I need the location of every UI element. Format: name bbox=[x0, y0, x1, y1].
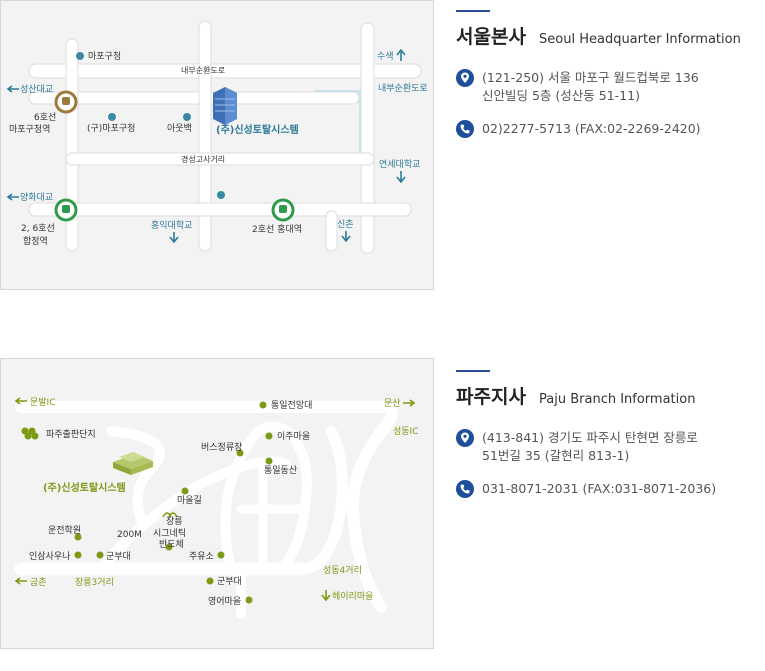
label-signetic: 시그네틱 bbox=[153, 527, 186, 539]
paju-map-canvas: 문발IC 통일전망대 문산 파주출판단지 성동IC 버스정류장 이주마을 통일동… bbox=[1, 359, 433, 648]
phone-icon bbox=[456, 480, 474, 498]
location-pin-icon bbox=[456, 429, 474, 447]
seoul-info: 서울본사 Seoul Headquarter Information (121-… bbox=[456, 10, 761, 138]
seoul-title-ko: 서울본사 bbox=[456, 26, 526, 48]
label-jangneung: 장릉 bbox=[166, 516, 183, 527]
location-pin-icon bbox=[456, 69, 474, 87]
label-station-6: 6호선 bbox=[34, 112, 56, 123]
label-military-left: 군부대 bbox=[106, 551, 131, 562]
label-seongdong-ic: 성동IC bbox=[393, 426, 419, 437]
subway-station-icon-hongdae bbox=[271, 198, 295, 222]
label-naebu-right: 내부순환도로 bbox=[378, 82, 428, 94]
seoul-phone-text: 02)2277-5713 (FAX:02-2269-2420) bbox=[482, 121, 701, 136]
label-seongsan-bridge: 성산대교 bbox=[20, 84, 53, 95]
label-iju-village: 이주마을 bbox=[277, 431, 310, 442]
seoul-map-canvas: 마포구청 내부순환도로 수색 성산대교 내부순환도로 6호선 마포구청역 (구)… bbox=[1, 1, 433, 289]
label-hapjeong-lines: 2, 6호선 bbox=[21, 223, 55, 234]
arrow-down-icon bbox=[396, 171, 406, 184]
label-munsan: 문산 bbox=[384, 398, 401, 409]
label-company-seoul: (주)신성토탈시스템 bbox=[216, 123, 299, 136]
arrow-left-icon bbox=[14, 397, 27, 405]
seoul-address-line1: (121-250) 서울 마포구 월드컵북로 136 bbox=[482, 70, 699, 85]
label-jangneung-crossroad: 장릉3거리 bbox=[75, 577, 114, 588]
label-tongil-dongsan: 통일동산 bbox=[264, 465, 297, 476]
arrow-right-icon bbox=[403, 399, 416, 407]
label-gyeongseong: 경성고사거리 bbox=[181, 154, 225, 164]
seoul-title-en: Seoul Headquarter Information bbox=[539, 32, 741, 47]
label-yeongeo-village: 영어마을 bbox=[208, 596, 241, 607]
arrow-down-icon bbox=[341, 231, 351, 243]
paju-address-line2: 51번길 35 (갈현리 813-1) bbox=[482, 448, 630, 463]
label-semiconductor: 반도체 bbox=[159, 539, 184, 550]
paju-phone: 031-8071-2031 (FAX:031-8071-2036) bbox=[456, 480, 761, 498]
subway-station-icon-mapo bbox=[54, 90, 78, 114]
label-distance: 200M bbox=[117, 530, 142, 540]
label-outback: 아웃백 bbox=[167, 123, 192, 134]
label-heyri-village: 헤이리마을 bbox=[332, 590, 373, 602]
paju-address-line1: (413-841) 경기도 파주시 탄현면 장릉로 bbox=[482, 430, 698, 445]
paju-poi-dots bbox=[21, 401, 273, 604]
arrow-left-icon bbox=[6, 193, 19, 201]
label-gas-station: 주유소 bbox=[189, 551, 214, 562]
label-tongil-observatory: 통일전망대 bbox=[271, 400, 312, 411]
seoul-poi-dots bbox=[76, 52, 225, 199]
label-company-paju: (주)신성토탈시스템 bbox=[43, 481, 126, 494]
building-icon bbox=[213, 87, 237, 125]
label-military-bottom: 군부대 bbox=[217, 576, 242, 587]
label-bus-terminal: 버스정류장 bbox=[201, 442, 242, 453]
label-road-top: 내부순환도로 bbox=[181, 65, 225, 75]
subway-station-icon-hapjeong bbox=[54, 198, 78, 222]
label-geumchon: 금촌 bbox=[30, 577, 47, 588]
label-station-mapo: 마포구청역 bbox=[9, 124, 50, 135]
seoul-address-line2: 신안빌딩 5층 (성산동 51-11) bbox=[482, 88, 640, 103]
paju-address: (413-841) 경기도 파주시 탄현면 장릉로 51번길 35 (갈현리 8… bbox=[456, 429, 761, 465]
label-hongdae-station: 2호선 홍대역 bbox=[252, 223, 302, 235]
arrow-up-icon bbox=[396, 48, 406, 61]
label-munbal-ic: 문발IC bbox=[30, 397, 56, 408]
phone-icon bbox=[456, 120, 474, 138]
paju-title-en: Paju Branch Information bbox=[539, 392, 696, 407]
building-icon bbox=[113, 452, 153, 475]
jangneung-mound-icon bbox=[162, 512, 178, 518]
paju-map: 문발IC 통일전망대 문산 파주출판단지 성동IC 버스정류장 이주마을 통일동… bbox=[0, 358, 434, 649]
seoul-map: 마포구청 내부순환도로 수색 성산대교 내부순환도로 6호선 마포구청역 (구)… bbox=[0, 0, 434, 290]
arrow-left-icon bbox=[6, 85, 19, 93]
paju-title: 파주지사 Paju Branch Information bbox=[456, 382, 761, 409]
label-publishing-complex: 파주출판단지 bbox=[46, 429, 96, 440]
label-seongdong-crossroad: 성동4거리 bbox=[323, 565, 362, 576]
seoul-roads bbox=[28, 20, 422, 254]
label-sinchon: 신촌 bbox=[337, 219, 354, 230]
paju-info: 파주지사 Paju Branch Information (413-841) 경… bbox=[456, 370, 761, 498]
seoul-address: (121-250) 서울 마포구 월드컵북로 136 신안빌딩 5층 (성산동 … bbox=[456, 69, 761, 105]
paju-roads bbox=[14, 401, 398, 619]
accent-bar bbox=[456, 370, 490, 372]
label-insam-sauna: 인삼사우나 bbox=[29, 551, 70, 562]
label-hapjeong: 합정역 bbox=[23, 236, 48, 247]
label-yanghwa: 양화대교 bbox=[20, 192, 53, 203]
label-susaek: 수색 bbox=[377, 51, 394, 62]
label-old-mapo-office: (구)마포구청 bbox=[87, 123, 135, 134]
arrow-down-icon bbox=[169, 232, 179, 244]
label-yonsei: 연세대학교 bbox=[379, 159, 420, 170]
accent-bar bbox=[456, 10, 490, 12]
paju-phone-text: 031-8071-2031 (FAX:031-8071-2036) bbox=[482, 481, 717, 496]
seoul-title: 서울본사 Seoul Headquarter Information bbox=[456, 22, 761, 49]
arrow-left-icon bbox=[14, 577, 27, 585]
seoul-phone: 02)2277-5713 (FAX:02-2269-2420) bbox=[456, 120, 761, 138]
label-driving-school: 운전학원 bbox=[48, 525, 81, 536]
paju-title-ko: 파주지사 bbox=[456, 386, 526, 408]
arrow-down-icon bbox=[321, 590, 331, 602]
label-village-road: 마을길 bbox=[177, 495, 202, 506]
label-mapo-office: 마포구청 bbox=[88, 51, 121, 62]
label-hongik: 홍익대학교 bbox=[151, 219, 192, 231]
